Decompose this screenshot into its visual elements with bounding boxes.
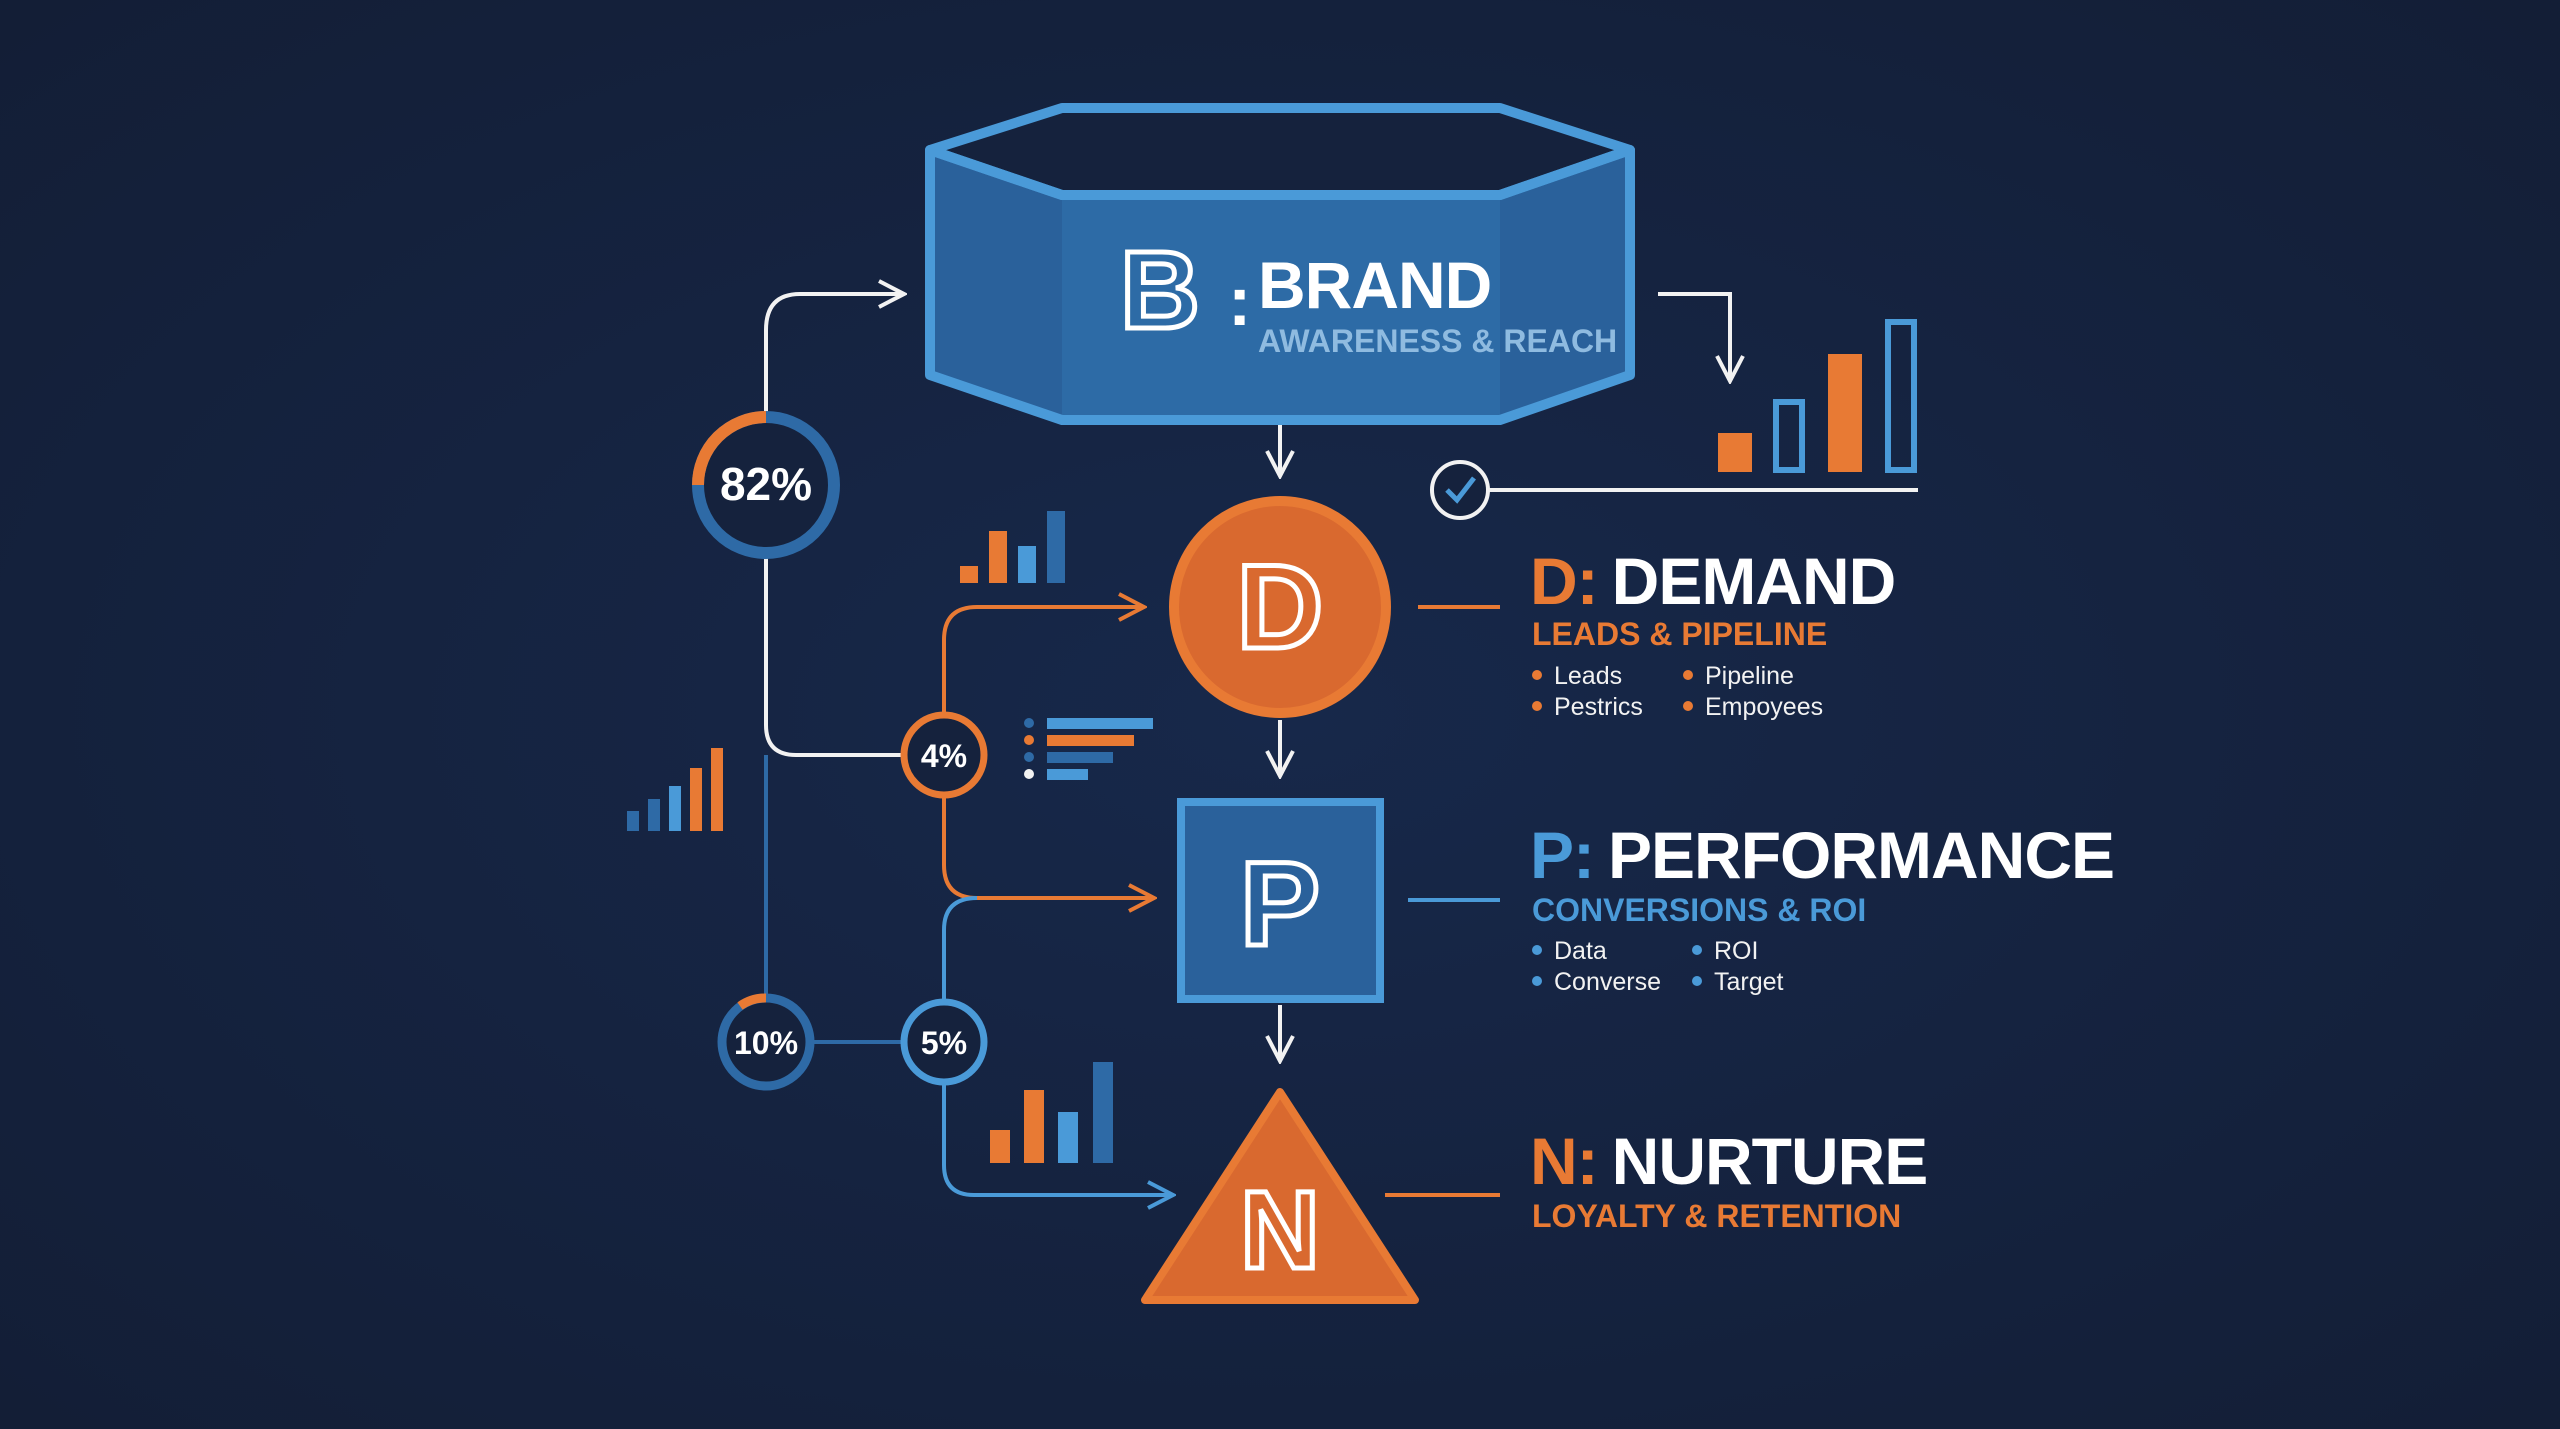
performance-label: P:PERFORMANCE CONVERSIONS & ROI Data ROI… bbox=[1530, 818, 2115, 996]
svg-text:P:PERFORMANCE: P:PERFORMANCE bbox=[1530, 818, 2114, 892]
demand-label: D:DEMAND LEADS & PIPELINE Leads Pipeline… bbox=[1530, 544, 1896, 721]
performance-letter-icon: P bbox=[1240, 837, 1320, 971]
arrow-to-chart bbox=[1658, 292, 1730, 380]
bar-chart-icon bbox=[627, 748, 723, 831]
metric-82: 82% bbox=[692, 411, 840, 559]
arrow-to-nurture bbox=[942, 1084, 1172, 1195]
demand-prefix: D: bbox=[1530, 544, 1598, 618]
connectors bbox=[764, 292, 1918, 1195]
legend-list-icon bbox=[1024, 718, 1153, 780]
nurture-triangle bbox=[1141, 1088, 1419, 1304]
bar-chart-icon bbox=[990, 1062, 1113, 1163]
brand-letter-icon: B bbox=[1120, 229, 1199, 352]
bullet-item: Pipeline bbox=[1705, 662, 1794, 690]
svg-text:N:NURTURE: N:NURTURE bbox=[1530, 1124, 1927, 1198]
brand-subtitle: AWARENESS & REACH bbox=[1258, 323, 1617, 359]
line-5-up bbox=[942, 896, 978, 1000]
bullet-item: Data bbox=[1554, 937, 1607, 965]
bullet-item: ROI bbox=[1714, 937, 1758, 965]
svg-text:82%: 82% bbox=[720, 458, 812, 510]
metric-5: 5% bbox=[900, 998, 988, 1086]
svg-text:5%: 5% bbox=[921, 1025, 967, 1061]
metric-10: 10% bbox=[717, 993, 815, 1091]
performance-title: PERFORMANCE bbox=[1608, 818, 2114, 892]
arrow-to-demand bbox=[942, 607, 1143, 713]
demand-title: DEMAND bbox=[1612, 544, 1896, 618]
brand-title: BRAND bbox=[1258, 248, 1491, 322]
svg-text:4%: 4% bbox=[921, 738, 967, 774]
nurture-prefix: N: bbox=[1530, 1124, 1598, 1198]
arrow-to-brand bbox=[764, 294, 903, 415]
line-82-to-4 bbox=[764, 555, 902, 757]
check-circle-icon bbox=[1430, 460, 1490, 520]
metric-4: 4% bbox=[900, 711, 988, 799]
svg-text:10%: 10% bbox=[734, 1025, 798, 1061]
brand-colon: : bbox=[1228, 262, 1251, 340]
nurture-letter-icon: N bbox=[1240, 1169, 1319, 1292]
performance-square bbox=[1177, 798, 1384, 1003]
nurture-subtitle: LOYALTY & RETENTION bbox=[1532, 1198, 1901, 1234]
bullet-item: Target bbox=[1714, 968, 1784, 996]
nurture-label: N:NURTURE LOYALTY & RETENTION bbox=[1530, 1124, 1928, 1234]
demand-subtitle: LEADS & PIPELINE bbox=[1532, 616, 1827, 652]
bullet-item: Leads bbox=[1554, 662, 1622, 690]
demand-letter-icon: D bbox=[1237, 540, 1324, 674]
bar-chart-icon bbox=[960, 511, 1065, 583]
bullet-item: Empoyees bbox=[1705, 693, 1823, 721]
performance-subtitle: CONVERSIONS & ROI bbox=[1532, 892, 1866, 928]
nurture-title: NURTURE bbox=[1612, 1124, 1928, 1198]
performance-prefix: P: bbox=[1530, 818, 1594, 892]
demand-circle bbox=[1169, 496, 1391, 718]
bullet-item: Pestrics bbox=[1554, 693, 1643, 721]
bar-chart-icon bbox=[1718, 319, 1917, 473]
svg-text:D:DEMAND: D:DEMAND bbox=[1530, 544, 1895, 618]
brand-box: B : BRAND AWARENESS & REACH bbox=[925, 103, 1635, 425]
bullet-item: Converse bbox=[1554, 968, 1661, 996]
